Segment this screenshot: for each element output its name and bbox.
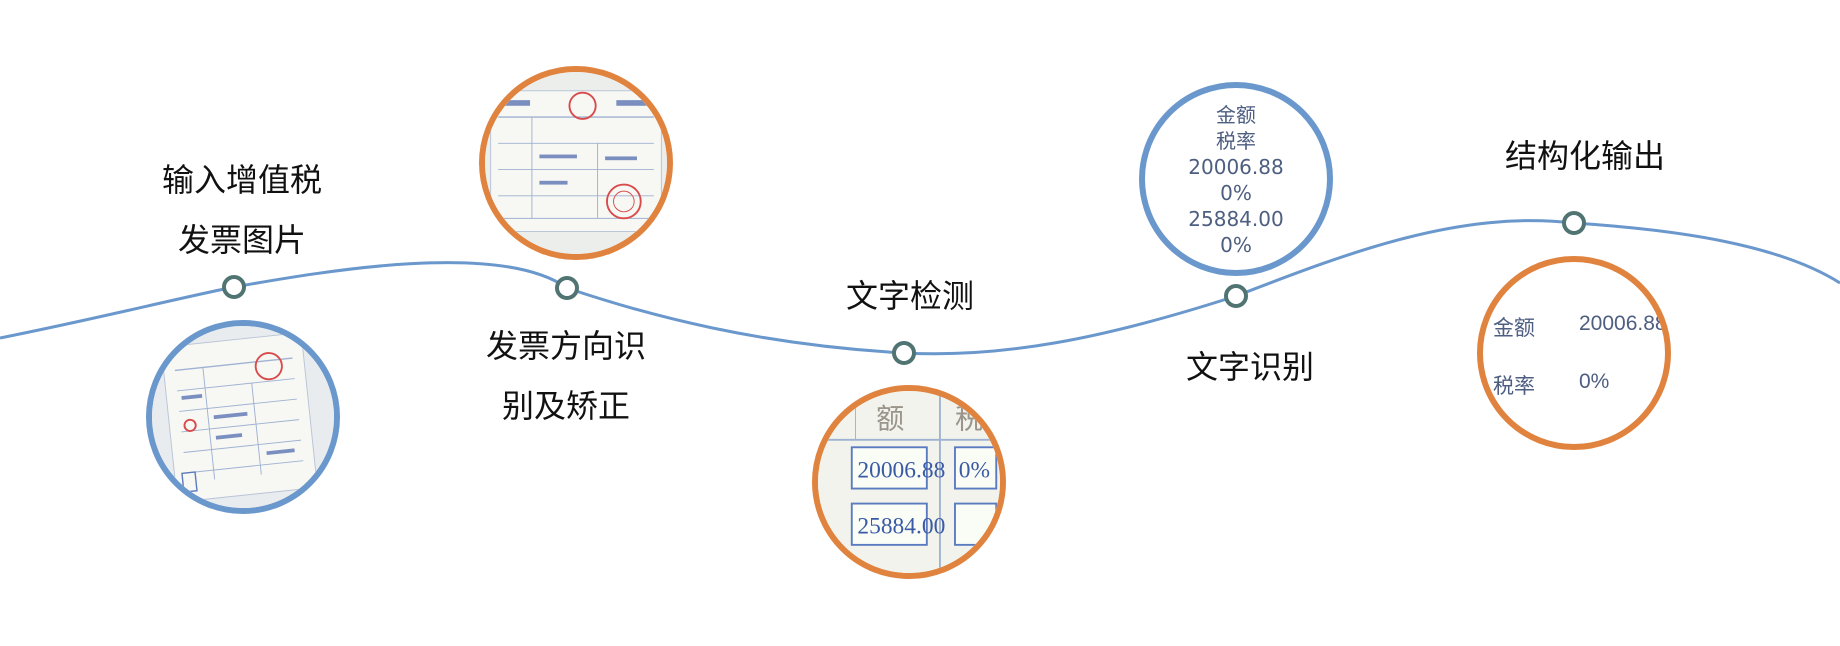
step-label-structured-output: 结构化输出 xyxy=(1485,126,1685,186)
step-label-orientation-line1: 发票方向识 xyxy=(485,327,646,365)
recognition-value: 税率 xyxy=(1216,129,1256,153)
crop-header-right: 税 xyxy=(955,403,983,436)
crop-rate: 0% xyxy=(959,457,990,483)
timeline-node-3 xyxy=(892,341,916,365)
recognition-value: 20006.88 xyxy=(1188,155,1284,179)
detection-crop-bubble: 额 税 20006.88 25884.00 0% xyxy=(812,385,1006,579)
timeline-node-2 xyxy=(555,276,579,300)
invoice-photo-illustration xyxy=(152,326,334,508)
recognition-value: 0% xyxy=(1220,181,1252,205)
step-label-recognition-line1: 文字识别 xyxy=(1185,348,1314,386)
recognition-values-bubble: 金额 税率 20006.88 0% 25884.00 0% xyxy=(1139,82,1333,276)
output-rate-label: 税率 xyxy=(1493,375,1535,398)
step-label-input: 输入增值税 发票图片 xyxy=(142,150,342,270)
step-label-orientation: 发票方向识 别及矫正 xyxy=(466,316,666,436)
recognition-value: 金额 xyxy=(1216,103,1256,127)
crop-value-2: 25884.00 xyxy=(857,514,945,540)
corrected-invoice-bubble xyxy=(479,66,673,260)
crop-header-left: 额 xyxy=(876,403,904,436)
recognition-value: 0% xyxy=(1220,233,1252,257)
timeline-node-5 xyxy=(1562,211,1586,235)
step-label-orientation-line2: 别及矫正 xyxy=(501,387,630,425)
recognition-values-list: 金额 税率 20006.88 0% 25884.00 0% xyxy=(1145,102,1327,258)
output-amount-label: 金额 xyxy=(1493,317,1535,340)
step-label-structured-output-line1: 结构化输出 xyxy=(1504,137,1665,175)
detection-crop-illustration: 额 税 20006.88 25884.00 0% xyxy=(818,391,1000,573)
timeline-node-1 xyxy=(222,275,246,299)
recognition-value: 25884.00 xyxy=(1188,207,1284,231)
output-amount-value: 20006.88 xyxy=(1579,312,1667,335)
output-rate-value: 0% xyxy=(1579,370,1610,393)
step-label-recognition: 文字识别 xyxy=(1160,337,1340,397)
step-label-input-line1: 输入增值税 xyxy=(161,161,322,199)
timeline-node-4 xyxy=(1224,284,1248,308)
step-label-detection-line1: 文字检测 xyxy=(845,277,974,315)
corrected-invoice-illustration xyxy=(485,72,667,254)
invoice-image-bubble xyxy=(146,320,340,514)
step-label-detection: 文字检测 xyxy=(820,266,1000,326)
structured-output-bubble: 金额 20006.88 税率 0% xyxy=(1477,256,1671,450)
step-label-input-line2: 发票图片 xyxy=(177,221,306,259)
crop-value-1: 20006.88 xyxy=(857,457,945,483)
